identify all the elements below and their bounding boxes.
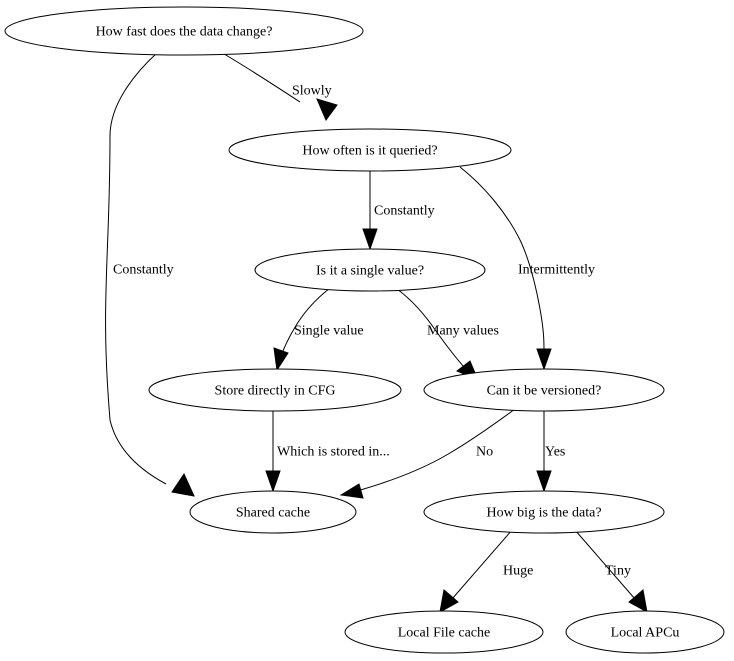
node-shape-ellipse[interactable] <box>228 128 512 172</box>
edge-n1-to-n6: Constantly <box>105 52 195 497</box>
edge-n3-to-n5: Many values <box>396 288 499 381</box>
edge-label: No <box>476 445 493 460</box>
edges-layer: SlowlyConstantlyConstantlyIntermittently… <box>105 50 648 613</box>
arrowhead-icon <box>628 589 648 613</box>
edge-label: Many values <box>427 324 499 339</box>
arrowhead-icon <box>273 347 289 372</box>
node-n7[interactable]: How big is the data? <box>423 490 665 534</box>
edge-n7-to-n9: Tiny <box>574 529 648 613</box>
edge-n5-to-n7: Yes <box>536 411 565 493</box>
edge-label: Constantly <box>113 263 174 278</box>
arrowhead-icon <box>339 483 364 499</box>
node-shape-ellipse[interactable] <box>148 368 402 412</box>
edge-n4-to-n6: Which is stored in... <box>265 411 390 493</box>
edge-n2-to-n3: Constantly <box>362 171 435 251</box>
node-label: How big is the data? <box>486 506 601 521</box>
node-shape-ellipse[interactable] <box>423 490 665 534</box>
node-label: Store directly in CFG <box>215 384 336 399</box>
node-label: Local APCu <box>611 626 680 641</box>
edge-label: Intermittently <box>518 263 595 278</box>
edge-n5-to-n6: No <box>339 408 516 499</box>
edge-line <box>280 287 331 357</box>
node-n6[interactable]: Shared cache <box>189 490 357 534</box>
nodes-layer: How fast does the data change? How often … <box>4 6 725 654</box>
arrowhead-icon <box>265 470 281 493</box>
node-shape-ellipse[interactable] <box>565 610 725 654</box>
edge-line <box>218 50 301 103</box>
node-n8[interactable]: Local File cache <box>344 610 544 654</box>
arrowhead-icon <box>439 589 459 613</box>
node-shape-ellipse[interactable] <box>423 368 665 412</box>
arrowhead-icon <box>171 472 195 497</box>
edge-line <box>574 529 636 600</box>
node-shape-ellipse[interactable] <box>189 490 357 534</box>
node-n4[interactable]: Store directly in CFG <box>148 368 402 412</box>
node-shape-ellipse[interactable] <box>344 610 544 654</box>
arrowhead-icon <box>536 348 552 371</box>
edge-line <box>396 288 465 368</box>
node-n3[interactable]: Is it a single value? <box>254 248 486 292</box>
node-label: How often is it queried? <box>302 144 437 159</box>
edge-label: Constantly <box>374 204 435 219</box>
node-n5[interactable]: Can it be versioned? <box>423 368 665 412</box>
edge-n7-to-n8: Huge <box>439 529 533 613</box>
arrowhead-icon <box>316 98 338 122</box>
arrowhead-icon <box>536 470 552 493</box>
edge-n3-to-n4: Single value <box>273 287 364 372</box>
node-label: Is it a single value? <box>316 264 424 279</box>
node-n1[interactable]: How fast does the data change? <box>4 6 364 56</box>
arrowhead-icon <box>362 228 378 251</box>
edge-label: Which is stored in... <box>277 445 390 460</box>
edge-line <box>356 408 516 492</box>
edge-label: Single value <box>294 324 364 339</box>
edge-n1-to-n2: Slowly <box>218 50 338 122</box>
edge-line <box>459 166 545 352</box>
node-shape-ellipse[interactable] <box>254 248 486 292</box>
node-label: Local File cache <box>398 626 491 641</box>
edge-label: Huge <box>503 564 533 579</box>
node-label: How fast does the data change? <box>96 25 273 40</box>
edge-line <box>105 52 167 485</box>
edge-label: Slowly <box>292 84 332 99</box>
node-shape-ellipse[interactable] <box>4 6 364 56</box>
edge-label: Tiny <box>605 564 631 579</box>
node-n9[interactable]: Local APCu <box>565 610 725 654</box>
edge-line <box>451 529 513 600</box>
node-n2[interactable]: How often is it queried? <box>228 128 512 172</box>
edge-n2-to-n5: Intermittently <box>459 166 595 371</box>
edge-label: Yes <box>545 445 565 460</box>
node-label: Shared cache <box>236 506 310 521</box>
node-label: Can it be versioned? <box>487 384 602 399</box>
